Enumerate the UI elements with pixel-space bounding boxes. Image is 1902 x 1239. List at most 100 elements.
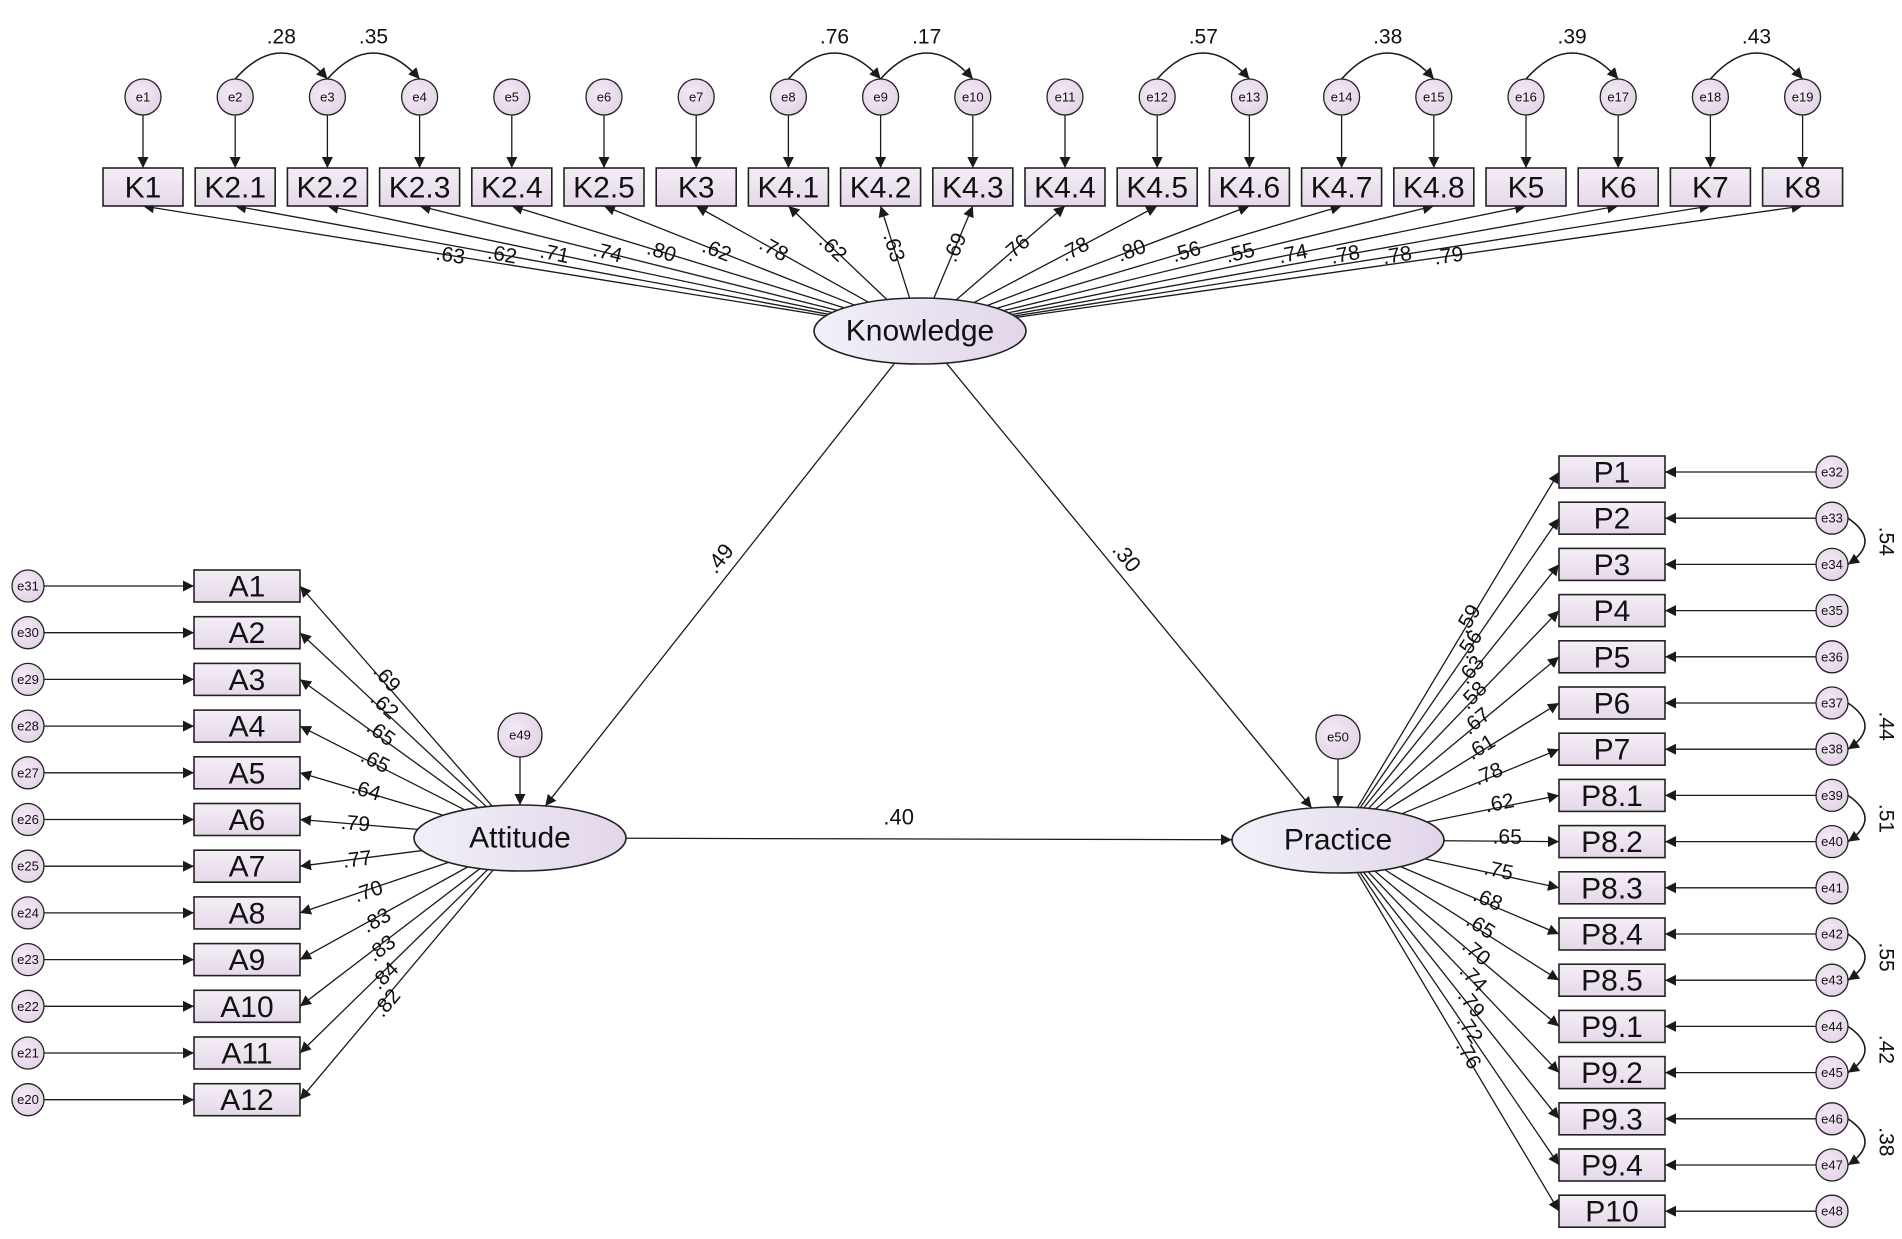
practice-item-box	[1558, 870, 1666, 905]
error-term	[769, 78, 808, 116]
loading-label: .82	[369, 985, 405, 1022]
loading-arrow	[1011, 202, 1619, 316]
error-term-label: e14	[1331, 90, 1353, 105]
covariance-arc	[776, 52, 882, 91]
knowledge-item-box	[1393, 167, 1475, 207]
error-term	[1322, 78, 1361, 116]
practice-item-label: P4	[1594, 595, 1631, 628]
practice-item-box	[1558, 1102, 1666, 1136]
knowledge-item-label: K2.3	[389, 172, 451, 205]
covariance-label: .57	[1189, 26, 1218, 49]
practice-item-box	[1558, 501, 1666, 536]
loading-label: .83	[358, 903, 395, 937]
error-term-label: e40	[1821, 834, 1843, 849]
error-term-label: e48	[1821, 1204, 1843, 1219]
covariance-label: .38	[1875, 1127, 1898, 1156]
loading-label: .74	[1276, 240, 1310, 268]
loading-arrow	[1359, 871, 1560, 1166]
attitude-item-label: A5	[229, 757, 266, 790]
knowledge-item-label: K6	[1600, 172, 1637, 205]
knowledge-item-label: K4.8	[1403, 172, 1465, 205]
error-term-label: e30	[17, 625, 39, 640]
knowledge-item-label: K2.1	[204, 172, 266, 205]
loading-label: .65	[1493, 826, 1522, 849]
loading-label: .74	[591, 238, 625, 267]
practice-item-box	[1558, 593, 1666, 628]
loading-label: .79	[340, 811, 371, 836]
knowledge-item-box	[1485, 167, 1567, 207]
error-term	[1138, 78, 1176, 116]
error-term-label: e44	[1821, 1019, 1843, 1034]
error-term	[11, 709, 45, 743]
error-term	[1815, 732, 1849, 766]
knowledge-item-label: K8	[1784, 172, 1821, 205]
latent-label-attitude: Attitude	[469, 822, 571, 855]
loading-label: .71	[538, 240, 571, 269]
practice-item-label: P1	[1594, 457, 1631, 490]
error-term-label: e20	[17, 1092, 39, 1107]
error-term-label: e2	[228, 90, 242, 105]
loading-label: .63	[878, 230, 909, 265]
loading-label: .55	[1223, 238, 1257, 267]
knowledge-item-label: K2.2	[297, 172, 359, 205]
covariance-label: .17	[912, 26, 941, 49]
loading-arrow	[1424, 858, 1560, 891]
covariance-label: .39	[1557, 26, 1586, 49]
error-term-label: e6	[597, 90, 611, 105]
error-term-label: e33	[1821, 511, 1843, 526]
loading-arrow	[1356, 471, 1560, 808]
practice-item-box	[1558, 917, 1666, 951]
loading-arrow	[1384, 869, 1560, 981]
loading-arrow	[1374, 870, 1560, 1027]
error-term-label: e29	[17, 672, 39, 687]
attitude-item-label: A8	[229, 897, 266, 930]
error-term-label: e42	[1821, 927, 1843, 942]
error-term	[1230, 78, 1269, 116]
loading-label: .65	[357, 744, 393, 778]
covariance-label: .54	[1875, 527, 1898, 557]
error-term-label: e17	[1607, 90, 1629, 105]
attitude-item-label: A1	[229, 571, 266, 604]
loading-arrow	[1359, 517, 1560, 809]
error-term-label: e47	[1821, 1158, 1843, 1173]
path-knowledge-attitude-label: .49	[700, 539, 739, 579]
error-term-label: e9	[873, 90, 887, 105]
error-term	[1815, 547, 1849, 582]
error-term-label: e26	[17, 812, 39, 827]
loading-arrow	[299, 725, 465, 811]
loading-arrow	[1008, 202, 1527, 314]
loading-arrow	[299, 770, 444, 816]
practice-item-label: P8.4	[1581, 919, 1643, 952]
loading-arrow	[787, 205, 888, 301]
loading-label: .62	[486, 241, 519, 269]
loading-label: .76	[1451, 1036, 1486, 1073]
error-term-label: e19	[1792, 90, 1814, 105]
error-term	[1815, 824, 1849, 859]
loading-label: .77	[341, 846, 373, 873]
error-term	[124, 78, 162, 116]
error-term-label: e28	[17, 719, 39, 734]
latent-attitude	[413, 804, 627, 872]
edges-layer	[44, 52, 1866, 1217]
latent-knowledge	[813, 297, 1027, 365]
practice-item-label: P2	[1594, 503, 1631, 536]
error-term-label: e4	[412, 90, 426, 105]
knowledge-item-box	[1208, 167, 1291, 207]
error-term-label: e32	[1821, 465, 1843, 480]
error-term	[1815, 1009, 1849, 1044]
knowledge-item-box	[286, 167, 369, 207]
covariance-arc	[1514, 52, 1619, 91]
loading-label: .70	[351, 876, 386, 907]
loading-arrow	[1367, 871, 1560, 1074]
loading-arrow	[299, 868, 481, 1007]
knowledge-item-label: K1	[125, 172, 162, 205]
knowledge-item-box	[1116, 167, 1198, 207]
practice-item-box	[1558, 1055, 1666, 1090]
knowledge-item-box	[102, 167, 184, 207]
loading-label: .62	[699, 235, 735, 267]
loading-arrow	[327, 202, 833, 314]
error-term	[1815, 455, 1849, 489]
knowledge-item-label: K4.4	[1034, 172, 1096, 205]
loading-arrow	[695, 205, 869, 303]
attitude-item-box	[193, 896, 301, 930]
